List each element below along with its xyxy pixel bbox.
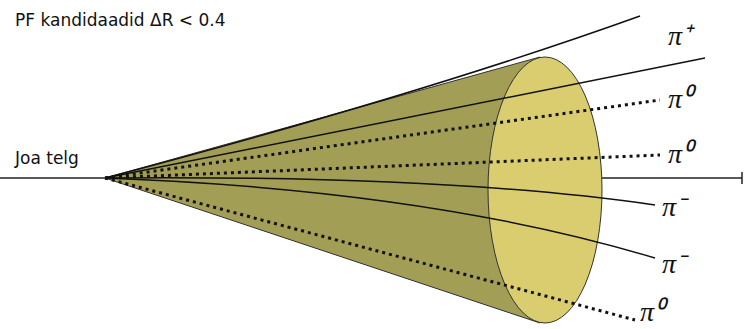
charged-track bbox=[105, 178, 655, 258]
axis-end-tick bbox=[741, 172, 743, 184]
neutral-track bbox=[105, 100, 660, 178]
particle-label: π⁻ bbox=[662, 193, 685, 221]
cone-body bbox=[105, 57, 540, 323]
neutral-track bbox=[105, 155, 660, 178]
charged-track bbox=[105, 58, 705, 178]
particle-label: π⁺ bbox=[668, 22, 691, 50]
particle-label: π⁰ bbox=[640, 298, 664, 326]
particle-label: π⁰ bbox=[668, 85, 692, 113]
caption-label: PF kandidaadid ΔR < 0.4 bbox=[15, 12, 226, 29]
charged-track bbox=[105, 16, 640, 178]
particle-label: π⁰ bbox=[668, 140, 692, 168]
axis-label: Joa telg bbox=[15, 150, 79, 167]
cone-base bbox=[488, 57, 602, 323]
particle-label: π⁻ bbox=[662, 250, 685, 278]
neutral-track bbox=[105, 178, 635, 320]
